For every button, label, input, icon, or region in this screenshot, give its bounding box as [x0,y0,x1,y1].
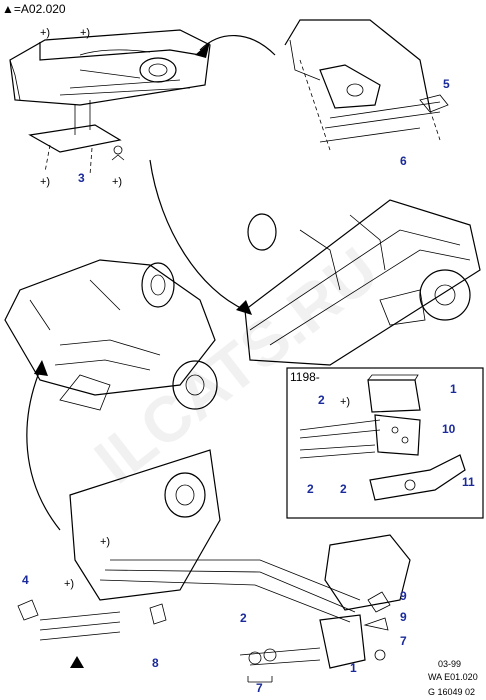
callout-9a[interactable]: 9 [400,589,407,603]
arrow-head-mid [236,300,252,315]
footer-line3: G 16049 02 [428,687,475,697]
inset-label: 1198- [290,370,320,384]
footer-line2: WA E01.020 [428,672,478,682]
callout-2a[interactable]: 2 [318,393,325,407]
callout-7a[interactable]: 7 [400,634,407,648]
callout-3[interactable]: 3 [78,171,85,185]
footer-line1: 03-99 [438,659,461,669]
header-ref-code: ▲=A02.020 [2,2,66,16]
detail-top-right [284,19,449,151]
warning-triangle-icon [70,656,84,668]
plus-symbol-4: +) [112,176,122,188]
callout-2b[interactable]: 2 [307,482,314,496]
front-assembly [4,259,218,411]
plus-symbol-3: +) [40,176,50,188]
plus-symbol-2: +) [80,27,90,39]
callout-2c[interactable]: 2 [340,482,347,496]
callout-7b-bracket [247,676,273,683]
callout-11[interactable]: 11 [462,475,475,489]
plus-symbol-inset: +) [340,396,350,408]
plus-symbol-1: +) [40,27,50,39]
inset-box [286,367,484,519]
callout-7b[interactable]: 7 [256,681,263,695]
callout-2d[interactable]: 2 [240,611,247,625]
callout-6[interactable]: 6 [400,154,407,168]
callout-1a[interactable]: 1 [450,382,457,396]
callout-8[interactable]: 8 [152,656,159,670]
arrow-head-top [195,42,210,58]
callout-5[interactable]: 5 [443,77,450,91]
bottom-assembly [17,449,411,669]
callout-9b[interactable]: 9 [400,610,407,624]
arrow-left [26,369,61,531]
callout-10[interactable]: 10 [442,422,456,436]
callout-1b[interactable]: 1 [350,661,357,675]
plus-symbol-5: +) [100,536,110,548]
arrow-top [199,35,276,56]
chassis-frame [244,199,481,366]
arrow-head-left [34,360,48,376]
plus-symbol-6: +) [64,578,74,590]
arrow-mid [149,159,246,311]
detail-top-left [9,29,211,176]
callout-4[interactable]: 4 [22,573,29,587]
